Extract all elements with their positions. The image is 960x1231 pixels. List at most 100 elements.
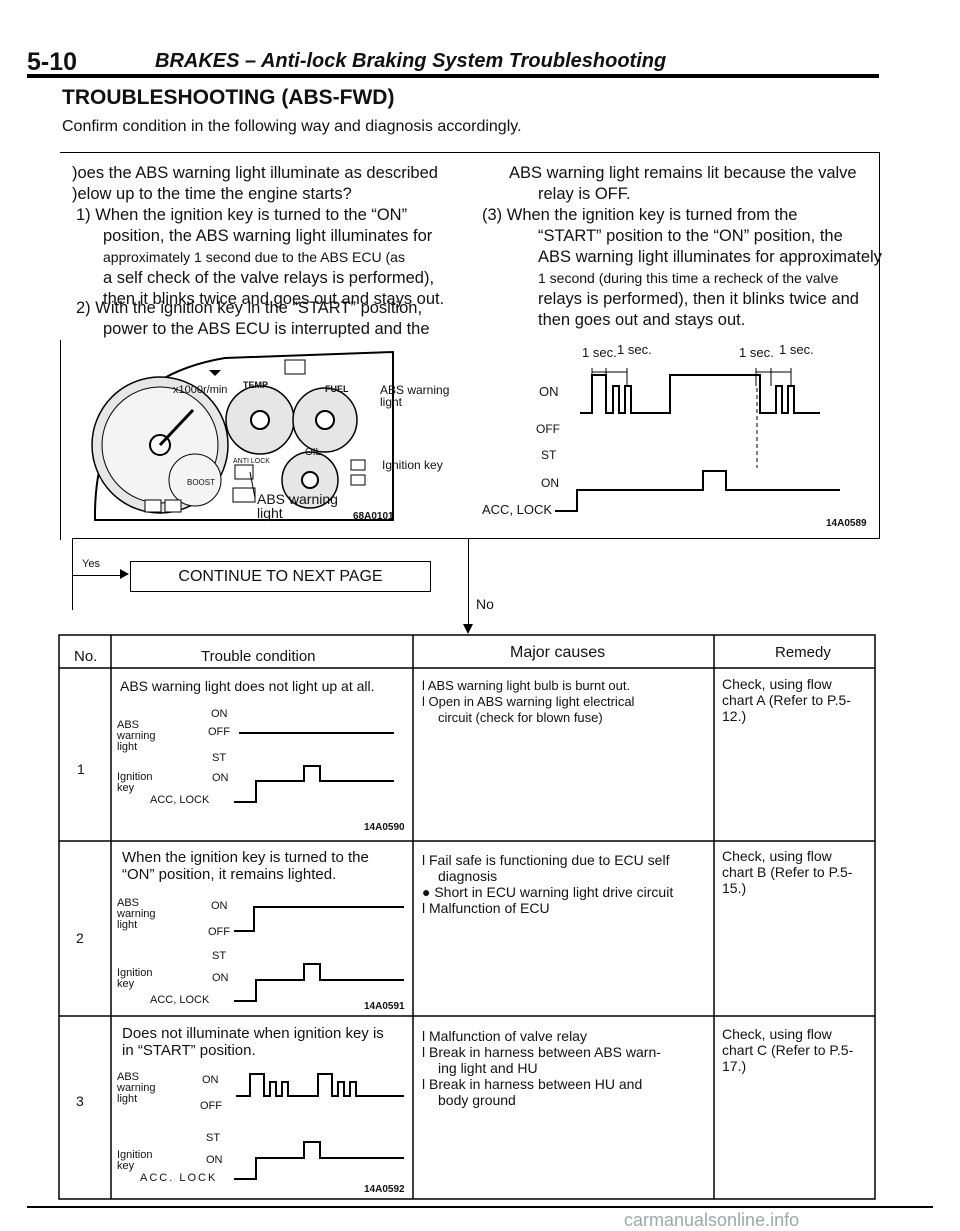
- question-line: then it blinks twice and goes out and st…: [103, 290, 445, 308]
- st-label: ST: [206, 1132, 221, 1144]
- cause-item: l Break in harness between ABS warn-: [422, 1044, 661, 1060]
- yes-arrow-line: [72, 575, 122, 576]
- off-label: OFF: [200, 1100, 222, 1112]
- trouble-condition: When the ignition key is turned to the: [122, 849, 369, 866]
- timing-chart: 1 sec. 1 sec. 1 sec. 1 sec. ABS warning …: [380, 338, 880, 538]
- question-box-top: [60, 152, 880, 153]
- acc-lock-label: ACC, LOCK: [150, 794, 210, 806]
- abs-label: ABS warning light: [117, 1071, 156, 1105]
- off-label: OFF: [208, 926, 230, 938]
- figure-id: 14A0592: [364, 1184, 405, 1195]
- header-no: No.: [74, 648, 98, 665]
- abs-label: ABS warning light: [117, 897, 156, 931]
- page-number: 5-10: [27, 48, 78, 76]
- question-line-right: 1 second (during this time a recheck of …: [538, 270, 839, 286]
- remedy-text: Check, using flow: [722, 676, 832, 692]
- trouble-condition: Does not illuminate when ignition key is: [122, 1025, 384, 1042]
- cause-item: l ABS warning light bulb is burnt out.: [422, 678, 631, 693]
- question-line: position, the ABS warning light illumina…: [103, 227, 433, 245]
- header-rule: [27, 74, 879, 78]
- on-label: ON: [539, 384, 559, 399]
- ign-on-label: ON: [541, 476, 559, 490]
- ign-on-label: ON: [212, 972, 229, 984]
- cause-item: body ground: [438, 1092, 516, 1108]
- question-line: 1) When the ignition key is turned to th…: [76, 206, 408, 224]
- cause-item: l Malfunction of ECU: [422, 900, 550, 916]
- time-label: 1 sec.: [617, 342, 652, 357]
- st-label: ST: [212, 950, 227, 962]
- remedy-text: chart B (Refer to P.5-: [722, 864, 853, 880]
- boost-label: BOOST: [187, 478, 216, 487]
- timing-figure-id: 14A0589: [826, 518, 867, 529]
- cause-item: circuit (check for blown fuse): [438, 710, 603, 725]
- no-flow-line: [468, 538, 469, 628]
- cause-item: diagnosis: [438, 868, 498, 884]
- trouble-condition: “ON” position, it remains lighted.: [122, 866, 337, 883]
- ignition-label: Ignition key: [382, 458, 443, 472]
- fuel-label: FUEL: [325, 384, 349, 394]
- remedy-text: Check, using flow: [722, 848, 832, 864]
- on-label: ON: [211, 900, 228, 912]
- acc-lock-label: ACC, LOCK: [150, 994, 210, 1006]
- trouble-table: No. Trouble condition Major causes Remed…: [58, 634, 876, 1200]
- question-box-left: [60, 340, 61, 540]
- question-line: approximately 1 second due to the ABS EC…: [103, 249, 405, 265]
- oil-label: OIL: [305, 447, 322, 458]
- page-header-title: BRAKES – Anti-lock Braking System Troubl…: [155, 50, 667, 72]
- question-line-right: relays is performed), then it blinks twi…: [538, 290, 859, 308]
- condition-chart: ABS warning light ON OFF ST Ignition key…: [114, 1066, 410, 1198]
- remedy-text: chart C (Refer to P.5-: [722, 1042, 854, 1058]
- remedy-text: Check, using flow: [722, 1026, 832, 1042]
- remedy-text: 17.): [722, 1058, 747, 1074]
- figure-id: 14A0591: [364, 1001, 405, 1012]
- acc-lock-label: ACC, LOCK: [482, 502, 553, 517]
- anti-lock-label: ANTI LOCK: [233, 458, 270, 465]
- trouble-condition: in “START” position.: [122, 1042, 256, 1059]
- cause-item: l Open in ABS warning light electrical: [422, 694, 635, 709]
- question-line: power to the ABS ECU is interrupted and …: [103, 320, 430, 338]
- question-line: )oes the ABS warning light illuminate as…: [72, 164, 438, 182]
- cause-item: ● Short in ECU warning light drive circu…: [422, 884, 674, 900]
- abs-label: ABS warning light: [380, 383, 450, 409]
- time-label: 1 sec.: [582, 345, 617, 360]
- ign-on-label: ON: [206, 1154, 223, 1166]
- figure-id: 68A0101: [353, 511, 394, 522]
- question-line: )elow up to the time the engine starts?: [72, 185, 352, 203]
- header-condition: Trouble condition: [201, 648, 316, 665]
- continue-box: CONTINUE TO NEXT PAGE: [130, 561, 431, 592]
- yes-arrow-head: [120, 569, 129, 579]
- question-line: a self check of the valve relays is perf…: [103, 269, 435, 287]
- timing-chart-drawing: [555, 368, 840, 512]
- condition-chart-lines: [234, 732, 394, 803]
- off-label: OFF: [536, 422, 560, 436]
- cause-item: l Malfunction of valve relay: [422, 1028, 587, 1044]
- cause-item: l Fail safe is functioning due to ECU se…: [422, 852, 670, 868]
- tach-label: x1000r/min: [173, 384, 228, 396]
- acc-lock-label: ACC. LOCK: [140, 1172, 218, 1184]
- condition-chart: ABS warning light ON OFF ST Ignition key…: [114, 888, 410, 1016]
- ignition-label: Ignition key: [117, 967, 153, 990]
- question-line: 2) With the ignition key in the “START” …: [76, 299, 423, 317]
- row-number: 2: [76, 930, 84, 946]
- on-label: ON: [211, 708, 228, 720]
- header-causes: Major causes: [510, 644, 606, 661]
- cause-item: l Break in harness between HU and: [422, 1076, 643, 1092]
- question-line-right: “START” position to the “ON” position, t…: [538, 227, 843, 245]
- figure-id: 14A0590: [364, 822, 405, 833]
- on-label: ON: [202, 1074, 219, 1086]
- question-line-right: then goes out and stays out.: [538, 311, 746, 329]
- trouble-condition: ABS warning light does not light up at a…: [120, 678, 375, 694]
- watermark: carmanualsonline.info: [624, 1210, 800, 1230]
- condition-chart: ABS warning light ON OFF ST Ignition key…: [114, 702, 410, 838]
- intro-text: Confirm condition in the following way a…: [62, 118, 522, 135]
- row-number: 3: [76, 1093, 84, 1109]
- question-line-right: ABS warning light remains lit because th…: [509, 164, 857, 182]
- remedy-text: chart A (Refer to P.5-: [722, 692, 851, 708]
- condition-chart-lines: [234, 906, 404, 1002]
- header-remedy: Remedy: [775, 644, 831, 661]
- ign-on-label: ON: [212, 772, 229, 784]
- remedy-text: 12.): [722, 708, 747, 724]
- off-label: OFF: [208, 726, 230, 738]
- footer-rule: [27, 1206, 933, 1208]
- condition-chart-lines: [234, 1073, 404, 1180]
